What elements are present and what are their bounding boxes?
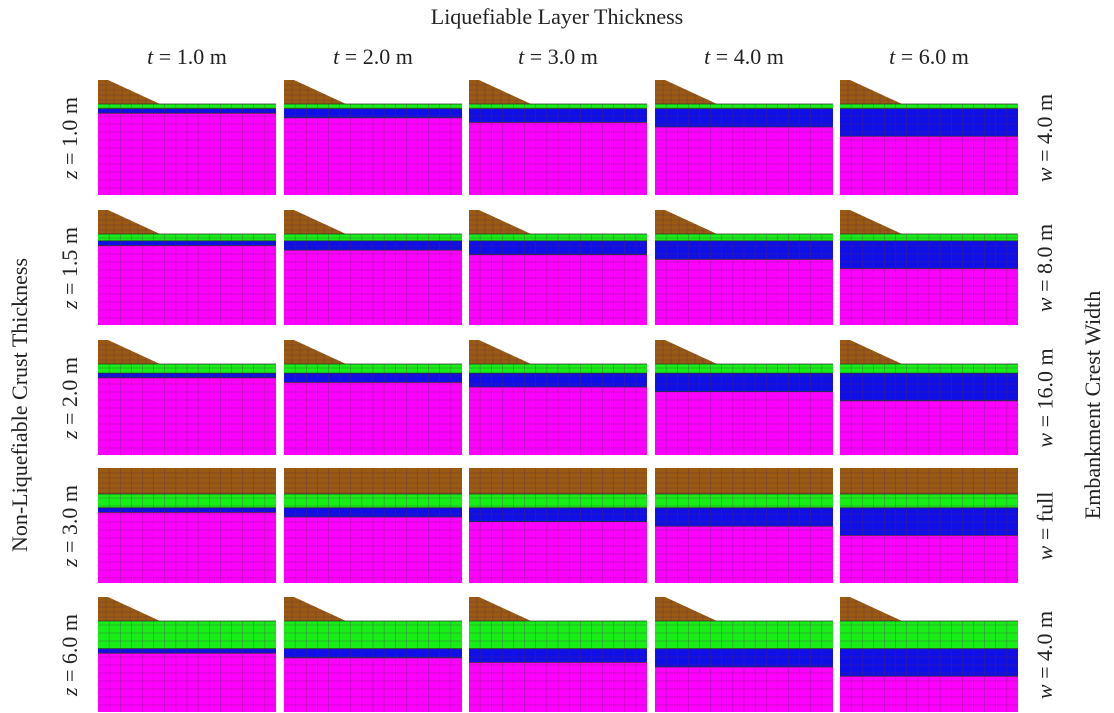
embankment [284,210,346,234]
mesh-lines [98,340,276,455]
crest-width-label: w = 8.0 m [1032,223,1058,312]
mesh-panel [840,468,1018,583]
mesh-lines [98,210,276,325]
mesh-panel [655,597,833,712]
mesh-lines [655,340,833,455]
mesh-lines [284,468,462,583]
mesh-panel [469,340,647,455]
row-label: z = 3.0 m [57,484,83,567]
mesh-lines [98,597,276,712]
mesh-lines [98,80,276,195]
embankment [469,80,531,104]
crest-width-label: w = 16.0 m [1032,347,1058,448]
mesh-lines [840,80,1018,195]
embankment [840,80,902,104]
mesh-panel [284,468,462,583]
mesh-lines [469,468,647,583]
row-label: z = 1.5 m [57,226,83,309]
crest-width-label: w = full [1031,491,1057,560]
row-label: z = 2.0 m [57,356,83,439]
right-axis-title: Embankment Crest Width [1080,290,1106,520]
mesh-lines [655,80,833,195]
mesh-panel [840,80,1018,195]
mesh-lines [655,468,833,583]
mesh-panel [98,468,276,583]
embankment [655,597,717,621]
crest-width-label: w = 4.0 m [1032,610,1058,699]
mesh-lines [469,80,647,195]
mesh-lines [284,80,462,195]
mesh-lines [840,597,1018,712]
row-label: z = 6.0 m [57,613,83,696]
embankment [655,210,717,234]
mesh-panel [840,210,1018,325]
mesh-panel [840,340,1018,455]
left-axis-title: Non-Liquefiable Crust Thickness [7,257,33,553]
mesh-panel [284,340,462,455]
row-label: z = 1.0 m [57,96,83,179]
embankment [98,210,160,234]
embankment [284,340,346,364]
mesh-panel [284,80,462,195]
mesh-lines [284,597,462,712]
mesh-lines [840,340,1018,455]
mesh-lines [284,340,462,455]
mesh-panel [284,597,462,712]
embankment [655,340,717,364]
mesh-panel [655,340,833,455]
mesh-panel [655,468,833,583]
embankment [284,597,346,621]
embankment [840,210,902,234]
embankment [840,340,902,364]
mesh-panel [469,210,647,325]
column-label: t = 3.0 m [518,44,598,69]
mesh-panel [469,597,647,712]
mesh-panel [98,210,276,325]
mesh-lines [840,468,1018,583]
column-label: t = 6.0 m [889,44,969,69]
mesh-lines [469,210,647,325]
mesh-lines [655,597,833,712]
mesh-lines [655,210,833,325]
embankment [98,80,160,104]
mesh-lines [469,597,647,712]
embankment [840,597,902,621]
column-label: t = 1.0 m [147,44,227,69]
embankment [284,80,346,104]
column-label: t = 4.0 m [704,44,784,69]
mesh-panel [284,210,462,325]
embankment [655,80,717,104]
top-axis-title: Liquefiable Layer Thickness [430,4,684,29]
embankment [98,340,160,364]
embankment [469,210,531,234]
crest-width-label: w = 4.0 m [1032,93,1058,182]
mesh-lines [840,210,1018,325]
embankment [469,597,531,621]
mesh-panel [469,80,647,195]
mesh-panel [98,80,276,195]
mesh-panel [98,340,276,455]
mesh-lines [98,468,276,583]
mesh-panel [655,80,833,195]
mesh-lines [469,340,647,455]
mesh-panel [98,597,276,712]
mesh-lines [284,210,462,325]
column-label: t = 2.0 m [333,44,413,69]
mesh-panel [469,468,647,583]
embankment [98,597,160,621]
mesh-panel [655,210,833,325]
embankment [469,340,531,364]
mesh-panel [840,597,1018,712]
